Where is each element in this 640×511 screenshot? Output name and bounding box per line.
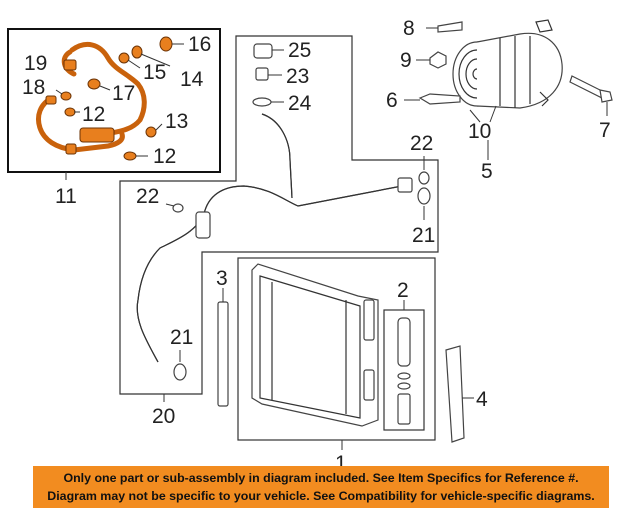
callout-16: 16 — [188, 33, 211, 56]
callout-22-left: 22 — [136, 185, 159, 208]
callout-21-left: 21 — [170, 326, 193, 349]
callout-6: 6 — [386, 89, 398, 112]
callout-8: 8 — [403, 17, 415, 40]
condenser-box — [237, 257, 436, 441]
callout-22-right: 22 — [410, 132, 433, 155]
callout-5: 5 — [481, 160, 493, 183]
highlighted-hose-assembly — [36, 41, 147, 155]
callout-7: 7 — [599, 119, 611, 142]
callout-3: 3 — [216, 267, 228, 290]
line-assembly-outline — [119, 35, 439, 395]
callout-14: 14 — [180, 68, 204, 91]
callout-24: 24 — [288, 92, 312, 115]
callout-12-hose: 12 — [82, 103, 105, 126]
seal-22-left — [165, 203, 184, 213]
callout-21-right: 21 — [412, 224, 435, 247]
callout-9: 9 — [400, 49, 412, 72]
nut-9 — [416, 51, 447, 69]
bracket-3 — [217, 288, 229, 407]
callout-17: 17 — [112, 82, 135, 105]
callout-15: 15 — [143, 61, 166, 84]
callout-12-box: 12 — [153, 145, 176, 168]
callout-19: 19 — [24, 52, 47, 75]
seal-24 — [252, 97, 284, 107]
callout-13: 13 — [165, 110, 188, 133]
callout-20: 20 — [152, 405, 175, 428]
box11-leaders — [55, 43, 184, 157]
disclaimer-line-2: Diagram may not be specific to your vehi… — [47, 489, 595, 503]
bracket-4 — [445, 345, 474, 443]
bolt-8 — [426, 21, 463, 33]
callout-11: 11 — [55, 185, 77, 208]
compressor — [452, 19, 563, 109]
callout-1: 1 — [335, 452, 347, 475]
box11-small-parts — [60, 36, 173, 161]
ac-line-pipe — [136, 113, 413, 363]
disclaimer-banner: Only one part or sub-assembly in diagram… — [33, 466, 609, 508]
seal-21-right — [417, 187, 431, 220]
bolt-6 — [404, 93, 461, 105]
cap-25 — [253, 43, 284, 59]
seal-21-left — [173, 350, 187, 381]
callout-25: 25 — [288, 39, 311, 62]
callout-10: 10 — [468, 120, 491, 143]
callout-18: 18 — [22, 76, 45, 99]
callout-23: 23 — [286, 65, 309, 88]
disclaimer-line-1: Only one part or sub-assembly in diagram… — [63, 471, 579, 485]
condenser — [251, 263, 379, 427]
valve-core-23 — [255, 67, 282, 81]
drier-kit-2 — [383, 300, 425, 431]
bolt-7 — [569, 75, 613, 116]
hose-assembly-box — [7, 28, 221, 173]
callout-4: 4 — [476, 388, 488, 411]
seal-22-right — [418, 156, 430, 185]
callout-2: 2 — [397, 279, 409, 302]
